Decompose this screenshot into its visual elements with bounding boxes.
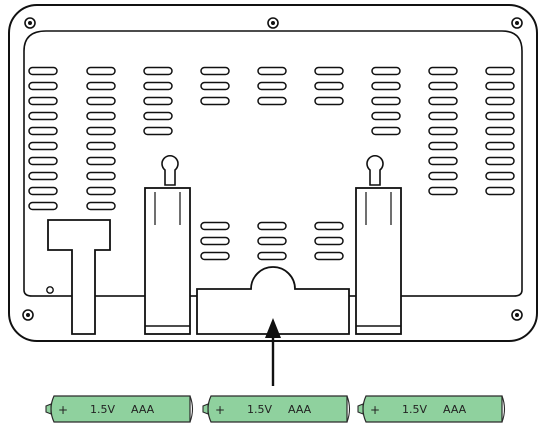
- battery-voltage: 1.5V: [90, 403, 115, 416]
- vent-slot: [144, 68, 172, 75]
- reset-hole: [47, 287, 53, 293]
- vent-slot: [429, 98, 457, 105]
- vent-slot: [258, 68, 286, 75]
- vent-slot: [87, 158, 115, 165]
- vent-slot: [486, 113, 514, 120]
- vent-slot: [201, 68, 229, 75]
- vent-slot: [429, 173, 457, 180]
- keyhole-hanger-right: [367, 156, 383, 185]
- vent-slot: [429, 128, 457, 135]
- battery-body: [51, 396, 190, 422]
- vent-slot: [87, 203, 115, 210]
- screw-icon: [23, 310, 33, 320]
- screw-icon: [25, 18, 35, 28]
- vent-slot: [372, 98, 400, 105]
- vent-slot: [429, 158, 457, 165]
- battery-type: AAA: [131, 403, 155, 416]
- vent-slot: [144, 113, 172, 120]
- keyhole-hanger-left: [162, 156, 178, 185]
- vent-slot: [486, 173, 514, 180]
- stand-leg-right: [356, 188, 401, 334]
- vent-slot: [144, 98, 172, 105]
- vent-slot: [486, 188, 514, 195]
- vent-slot: [29, 68, 57, 75]
- vent-slot: [315, 253, 343, 260]
- vent-slot: [29, 143, 57, 150]
- vent-slot: [29, 113, 57, 120]
- battery-type: AAA: [288, 403, 312, 416]
- vent-slot: [29, 203, 57, 210]
- vent-slot: [201, 253, 229, 260]
- vent-slot: [429, 68, 457, 75]
- vent-slot: [429, 83, 457, 90]
- vent-slot: [372, 68, 400, 75]
- vent-slot: [486, 98, 514, 105]
- battery-body: [363, 396, 502, 422]
- battery-row: +1.5V AAA +1.5V AAA +1.5V AAA: [46, 396, 505, 422]
- vent-slot: [144, 83, 172, 90]
- vent-slot: [486, 128, 514, 135]
- screw-icon: [512, 310, 522, 320]
- battery-voltage: 1.5V: [402, 403, 427, 416]
- vent-slot: [29, 188, 57, 195]
- vent-slot: [429, 113, 457, 120]
- vent-slot: [258, 253, 286, 260]
- battery-positive-terminal: [46, 404, 51, 414]
- vent-slot: [486, 143, 514, 150]
- vent-slot: [144, 128, 172, 135]
- vent-slot: [372, 113, 400, 120]
- vent-slot: [201, 223, 229, 230]
- battery-positive-terminal: [358, 404, 363, 414]
- aaa-battery: +1.5V AAA: [203, 396, 350, 422]
- vent-slot: [315, 98, 343, 105]
- battery-plus-sign: +: [58, 403, 68, 417]
- vent-slot: [87, 83, 115, 90]
- screw-icon: [268, 18, 278, 28]
- battery-voltage: 1.5V: [247, 403, 272, 416]
- vent-slot: [258, 83, 286, 90]
- vent-slot: [201, 83, 229, 90]
- vent-slot: [372, 128, 400, 135]
- battery-plus-sign: +: [370, 403, 380, 417]
- battery-type: AAA: [443, 403, 467, 416]
- vent-slot: [315, 83, 343, 90]
- vent-slot: [486, 158, 514, 165]
- aaa-battery: +1.5V AAA: [46, 396, 193, 422]
- vent-slot: [258, 223, 286, 230]
- vent-slot: [201, 238, 229, 245]
- screw-icon: [512, 18, 522, 28]
- vent-slot: [29, 83, 57, 90]
- aaa-battery: +1.5V AAA: [358, 396, 505, 422]
- vent-slot: [29, 173, 57, 180]
- vent-slot: [258, 98, 286, 105]
- vent-slot: [87, 68, 115, 75]
- vent-slot: [315, 238, 343, 245]
- vent-slot: [87, 188, 115, 195]
- vent-slot: [29, 98, 57, 105]
- vent-slot: [315, 68, 343, 75]
- battery-body: [208, 396, 347, 422]
- vent-slot: [87, 113, 115, 120]
- vent-slot: [429, 188, 457, 195]
- vent-slot: [87, 143, 115, 150]
- vent-slot: [87, 98, 115, 105]
- vent-slot: [258, 238, 286, 245]
- vent-slot: [87, 173, 115, 180]
- vent-slot: [87, 128, 115, 135]
- vent-slot: [429, 143, 457, 150]
- vent-slot: [372, 83, 400, 90]
- vent-slot: [201, 98, 229, 105]
- vent-slot: [486, 83, 514, 90]
- vent-slot: [315, 223, 343, 230]
- vent-slot: [486, 68, 514, 75]
- battery-plus-sign: +: [215, 403, 225, 417]
- vent-slot: [29, 128, 57, 135]
- vent-slot: [29, 158, 57, 165]
- stand-leg-left: [145, 188, 190, 334]
- battery-positive-terminal: [203, 404, 208, 414]
